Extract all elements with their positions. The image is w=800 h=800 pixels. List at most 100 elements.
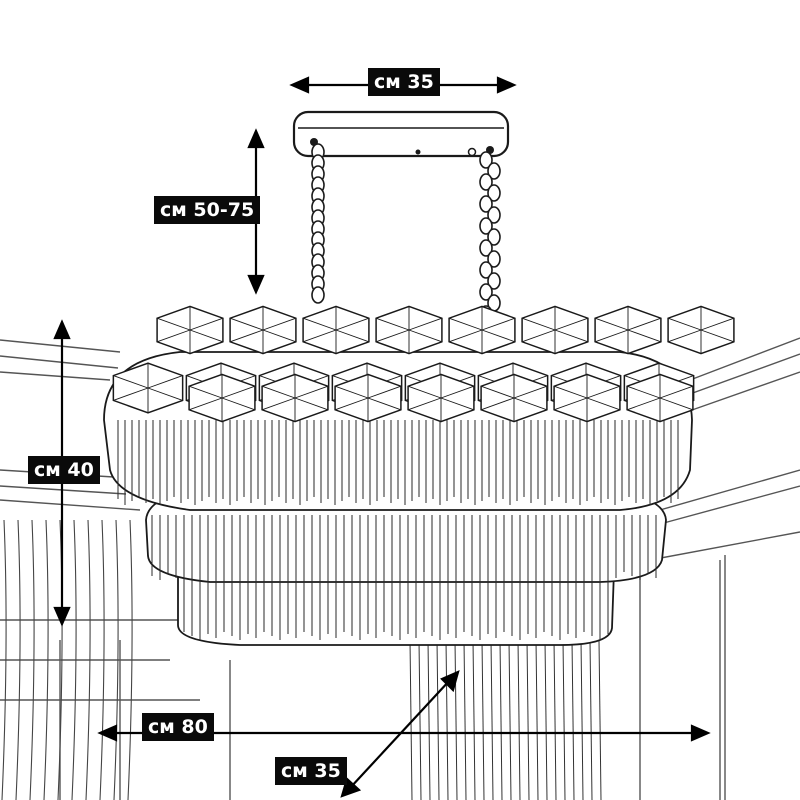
gem-facet [113, 387, 149, 401]
gem-facet [294, 397, 329, 411]
crystal-strand-line [454, 639, 458, 800]
gem-facet [440, 385, 475, 399]
gem-facet [480, 397, 515, 411]
room-background [0, 337, 800, 800]
gem-facet [188, 397, 223, 411]
chain-link [487, 228, 501, 246]
gem-facet [156, 317, 191, 331]
crystal-gem [188, 373, 256, 423]
crystal-gem [521, 305, 589, 355]
chain-link [487, 162, 501, 180]
crystal-strand-line [445, 639, 449, 800]
gem-facet [553, 397, 588, 411]
crystal-strand-line [463, 639, 467, 800]
crystal-strand-line [418, 639, 422, 800]
crystal-strand-line [589, 639, 593, 800]
crystal-gem [375, 305, 443, 355]
chain-link [479, 261, 493, 279]
crystal-strand-line [409, 639, 413, 800]
crystal-gem [626, 373, 694, 423]
gem-facet [667, 329, 702, 343]
crystal-strand-line [472, 639, 476, 800]
gem-facet [367, 385, 402, 399]
gem-facet [229, 329, 264, 343]
gem-facet [513, 397, 548, 411]
gem-facet [594, 317, 629, 331]
crystal-strands-below [409, 639, 602, 800]
crystal-gem [480, 373, 548, 423]
curtain-fold-line [1, 519, 7, 800]
crystal-gem [667, 305, 735, 355]
gem-facet [627, 317, 662, 331]
gem-facet [294, 385, 329, 399]
crystal-strand-line [490, 639, 494, 800]
crystal-gem [334, 373, 402, 423]
crystal-gem [553, 373, 621, 423]
chain-link [479, 283, 493, 301]
gem-facet [586, 385, 621, 399]
chain-link [479, 151, 493, 169]
crystal-gem [156, 305, 224, 355]
suspension-chains [311, 143, 501, 323]
gem-facet [189, 317, 224, 331]
gem-facet [408, 317, 443, 331]
gem-facet [262, 329, 297, 343]
gem-facet [262, 317, 297, 331]
gem-facet [408, 329, 443, 343]
gem-facet [147, 387, 183, 401]
chain-link [479, 173, 493, 191]
gem-facet [407, 397, 442, 411]
gem-facet [261, 385, 296, 399]
curtain-fold-line [71, 519, 77, 800]
gem-facet [229, 317, 264, 331]
crystal-strand-line [571, 639, 575, 800]
gem-facet [335, 317, 370, 331]
gem-facet [667, 317, 702, 331]
crystal-gem [594, 305, 662, 355]
gem-facet [334, 397, 369, 411]
crystal-strand-line [427, 639, 431, 800]
chain-link [479, 217, 493, 235]
crystal-strand-line [553, 639, 557, 800]
gem-facet [480, 385, 515, 399]
gem-facet [659, 397, 694, 411]
faceted-crystal-crown [112, 305, 735, 423]
gem-facet [302, 329, 337, 343]
gem-facet [113, 375, 149, 389]
curtain-fold-line [29, 519, 35, 800]
gem-facet [156, 329, 191, 343]
curtain-fold-line [15, 519, 21, 800]
crystal-strand-line [517, 639, 521, 800]
gem-facet [626, 397, 661, 411]
curtain-fold-line [43, 519, 49, 800]
gem-facet [586, 397, 621, 411]
gem-facet [367, 397, 402, 411]
crystal-strand-line [499, 639, 503, 800]
body-width-label: 35 см [275, 757, 347, 785]
body-length-label: 80 см [142, 713, 214, 741]
crystal-strand-line [598, 639, 602, 800]
gem-facet [448, 329, 483, 343]
gem-facet [334, 385, 369, 399]
ceiling-canopy [292, 110, 510, 158]
crystal-gem [112, 362, 184, 414]
gem-facet [302, 317, 337, 331]
curtain-folds [1, 519, 133, 800]
gem-facet [700, 329, 735, 343]
gem-facet [261, 397, 296, 411]
gem-facet [659, 385, 694, 399]
gem-facet [521, 317, 556, 331]
gem-facet [221, 397, 256, 411]
gem-facet [481, 317, 516, 331]
gem-facet [189, 329, 224, 343]
crystal-prism-lines [117, 420, 679, 640]
gem-facet [521, 329, 556, 343]
crystal-gem [302, 305, 370, 355]
chain-link [479, 195, 493, 213]
crystal-strand-line [526, 639, 530, 800]
crystal-strand-line [580, 639, 584, 800]
chain-link [311, 286, 325, 304]
body-height-label: 40 см [28, 456, 100, 484]
